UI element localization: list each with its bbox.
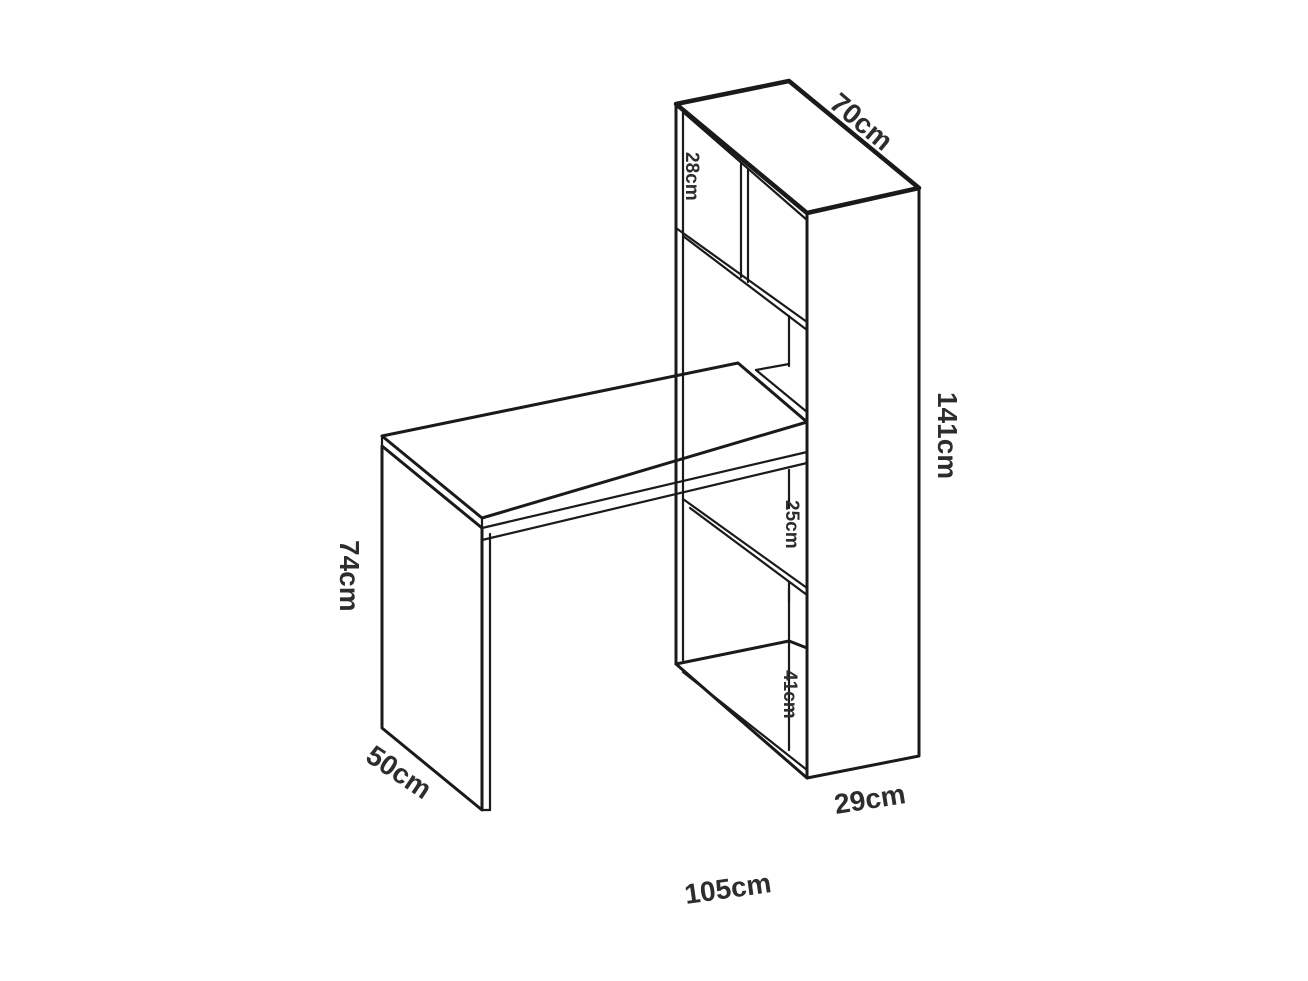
middle-shelf-height-label: 25cm xyxy=(781,500,802,549)
bookshelf-bottom-inner xyxy=(681,670,809,772)
desk-unit xyxy=(380,361,809,812)
bookshelf-front-panel xyxy=(805,186,921,780)
desk-depth-label: 50cm xyxy=(361,739,438,805)
bookshelf-unit xyxy=(673,78,922,780)
middle-shelf xyxy=(681,497,809,590)
middle-shelf-inner xyxy=(688,506,809,597)
desk-rail xyxy=(480,461,809,542)
shelf-above-desk-edge xyxy=(754,362,791,372)
total-height-label: 141cm xyxy=(932,392,963,479)
bookshelf-top-inner-diagonal xyxy=(681,110,809,222)
bookshelf-bottom xyxy=(674,639,809,666)
desk-height-label: 74cm xyxy=(334,540,365,612)
top-shelf-diagonal-inner xyxy=(681,234,809,332)
top-shelf-diagonal xyxy=(674,226,809,324)
shelf-above-desk xyxy=(754,368,809,414)
total-width-label: 105cm xyxy=(683,867,774,910)
desk-top-surface xyxy=(380,361,809,520)
shelf-width-label: 29cm xyxy=(832,778,908,820)
bottom-shelf-height-label: 41cm xyxy=(779,670,800,719)
top-shelf-height-label: 28cm xyxy=(681,152,702,201)
